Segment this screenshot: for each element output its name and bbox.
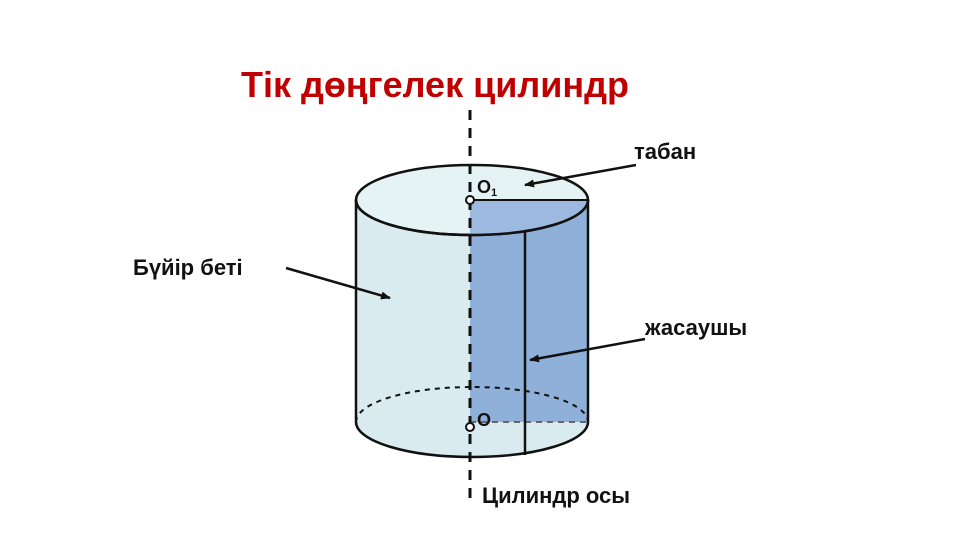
lateral-surface-arrow (285, 266, 391, 300)
bottom-center-label: O (477, 410, 491, 430)
bottom-center-point (465, 422, 475, 432)
base-arrow (524, 163, 637, 188)
bottom-base-front-arc (354, 421, 590, 459)
top-base-section (470, 200, 588, 236)
generatrix-label: жасаушы (644, 315, 747, 340)
axis-label: Цилиндр осы (482, 483, 630, 508)
lateral-surface-label: Бүйір беті (133, 255, 243, 280)
top-base-front-arc (354, 199, 590, 237)
base-label: табан (634, 139, 696, 164)
axial-section (470, 200, 588, 422)
diagram-title: Тік дөңгелек цилиндр (241, 64, 629, 105)
top-center-point (465, 195, 475, 205)
top-center-subscript: 1 (491, 187, 497, 199)
top-center-label: O (477, 177, 491, 197)
bottom-base-back-arc (355, 386, 589, 423)
generatrix-arrow (529, 337, 646, 363)
